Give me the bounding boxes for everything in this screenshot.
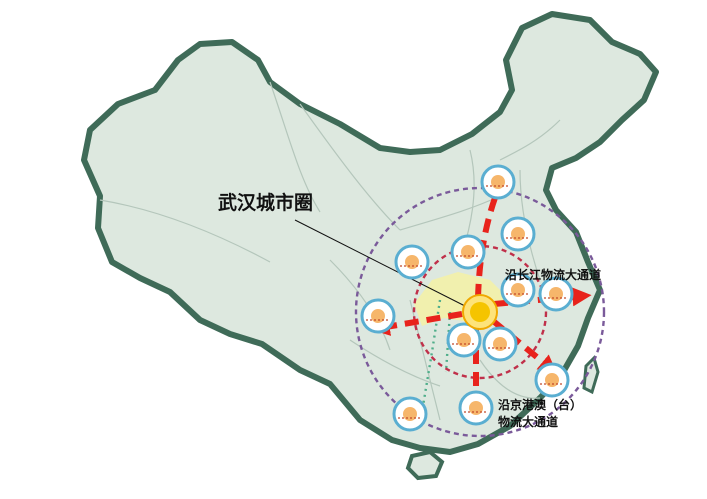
city-node [500, 272, 536, 308]
hainan-island [405, 449, 445, 481]
city-node [458, 390, 494, 426]
city-node [538, 276, 574, 312]
corridor-label-jinggangao-line1: 沿京港澳（台） [498, 398, 583, 412]
city-node [392, 396, 428, 432]
arrow-west [370, 311, 463, 336]
wuhan-hub [462, 294, 498, 330]
map-title: 武汉城市圈 [218, 192, 314, 214]
corridor-label-yangtze: 沿长江物流大通道 [505, 268, 602, 282]
title-leader-line [294, 219, 466, 307]
taiwan-island [582, 355, 600, 395]
city-node [482, 326, 518, 362]
city-nodes [360, 164, 574, 432]
china-mainland [81, 11, 659, 455]
city-node [534, 362, 570, 398]
province-boundaries [99, 81, 561, 421]
city-node [394, 244, 430, 280]
city-node [446, 322, 482, 358]
city-node [480, 164, 516, 200]
city-node [450, 234, 486, 270]
city-node [360, 298, 396, 334]
corridor-label-jinggangao-line2: 物流大通道 [498, 415, 559, 429]
city-node [500, 216, 536, 252]
outer-ring [354, 186, 606, 438]
